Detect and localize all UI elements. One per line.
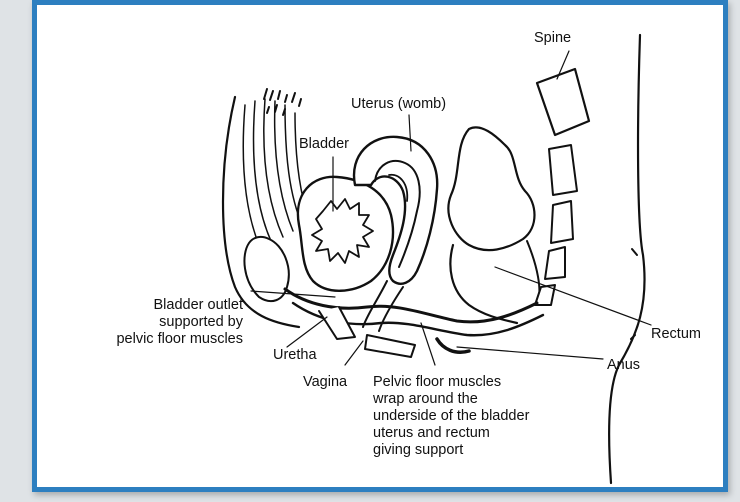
- vagina-opening: [365, 335, 415, 357]
- muscle-dashes: [264, 89, 301, 115]
- vertebra-2: [549, 145, 577, 195]
- diagram-frame: Spine Uterus (womb) Bladder Bladder outl…: [32, 0, 728, 492]
- back-outline: [609, 35, 644, 483]
- label-bladder: Bladder: [299, 136, 349, 153]
- label-pelvic-floor-line-2: wrap around the: [373, 391, 529, 408]
- label-pelvic-floor-line-1: Pelvic floor muscles: [373, 374, 529, 391]
- label-pelvic-floor-line-3: underside of the bladder: [373, 408, 529, 425]
- label-bladder-outlet: Bladder outlet supported by pelvic floor…: [63, 297, 243, 348]
- label-bladder-outlet-line-1: Bladder outlet: [63, 297, 243, 314]
- back-notch: [631, 249, 637, 339]
- label-pelvic-floor: Pelvic floor muscles wrap around the und…: [373, 374, 529, 459]
- bowel: [448, 127, 534, 250]
- label-bladder-outlet-line-2: supported by: [63, 314, 243, 331]
- label-pelvic-floor-line-5: giving support: [373, 442, 529, 459]
- label-uretha: Uretha: [273, 347, 317, 364]
- label-anus: Anus: [607, 357, 640, 374]
- label-vagina: Vagina: [303, 374, 347, 391]
- label-rectum: Rectum: [651, 326, 701, 343]
- label-pelvic-floor-line-4: uterus and rectum: [373, 425, 529, 442]
- vertebra-3: [551, 201, 573, 243]
- bladder-outer: [298, 177, 393, 291]
- label-uterus: Uterus (womb): [351, 96, 446, 113]
- label-bladder-outlet-line-3: pelvic floor muscles: [63, 331, 243, 348]
- vertebra-4: [545, 247, 565, 279]
- label-spine: Spine: [534, 30, 571, 47]
- vertebra-1: [537, 69, 589, 135]
- anus-opening: [437, 339, 469, 352]
- rectum-lower: [450, 245, 517, 323]
